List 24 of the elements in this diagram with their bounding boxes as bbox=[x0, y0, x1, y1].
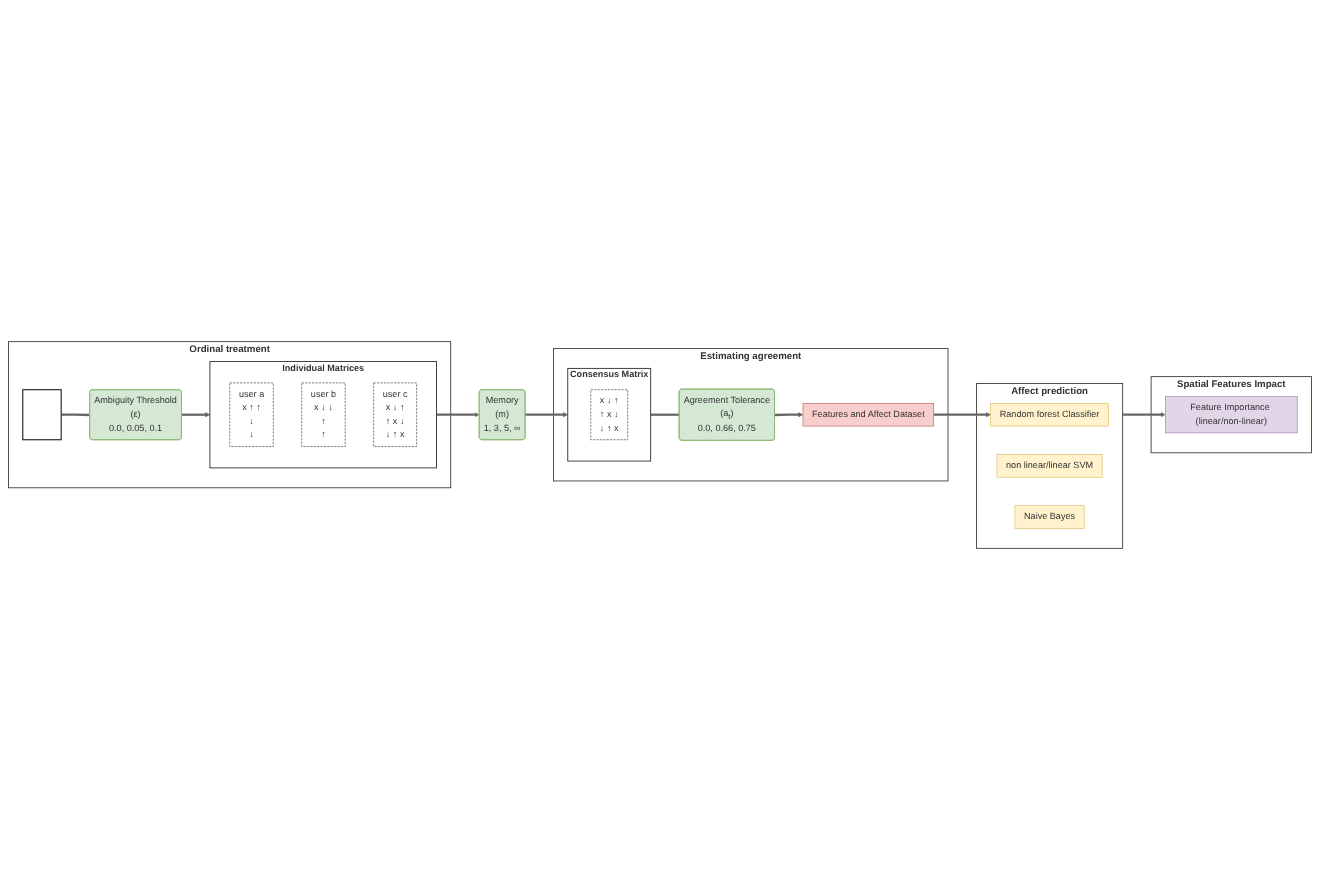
cluster bbox=[1150, 376, 1312, 454]
node-box bbox=[22, 389, 62, 441]
cluster bbox=[976, 383, 1124, 549]
node-box bbox=[229, 382, 274, 447]
arrow bbox=[436, 412, 480, 418]
node-box bbox=[373, 382, 417, 447]
arrow bbox=[181, 412, 211, 418]
node-box bbox=[1014, 505, 1085, 529]
arrow bbox=[525, 412, 568, 418]
arrow bbox=[933, 412, 991, 418]
cluster bbox=[567, 367, 652, 462]
arrow bbox=[774, 412, 804, 418]
arrow bbox=[1122, 412, 1166, 418]
node-box bbox=[990, 403, 1109, 427]
connector bbox=[61, 413, 90, 417]
node-box bbox=[802, 403, 935, 427]
cluster bbox=[553, 348, 949, 482]
node-box bbox=[1165, 396, 1298, 434]
node-box bbox=[301, 382, 346, 447]
connector bbox=[650, 413, 680, 416]
node-box bbox=[590, 389, 628, 441]
cluster bbox=[8, 341, 452, 489]
cluster bbox=[209, 361, 437, 469]
node-box bbox=[996, 454, 1103, 478]
